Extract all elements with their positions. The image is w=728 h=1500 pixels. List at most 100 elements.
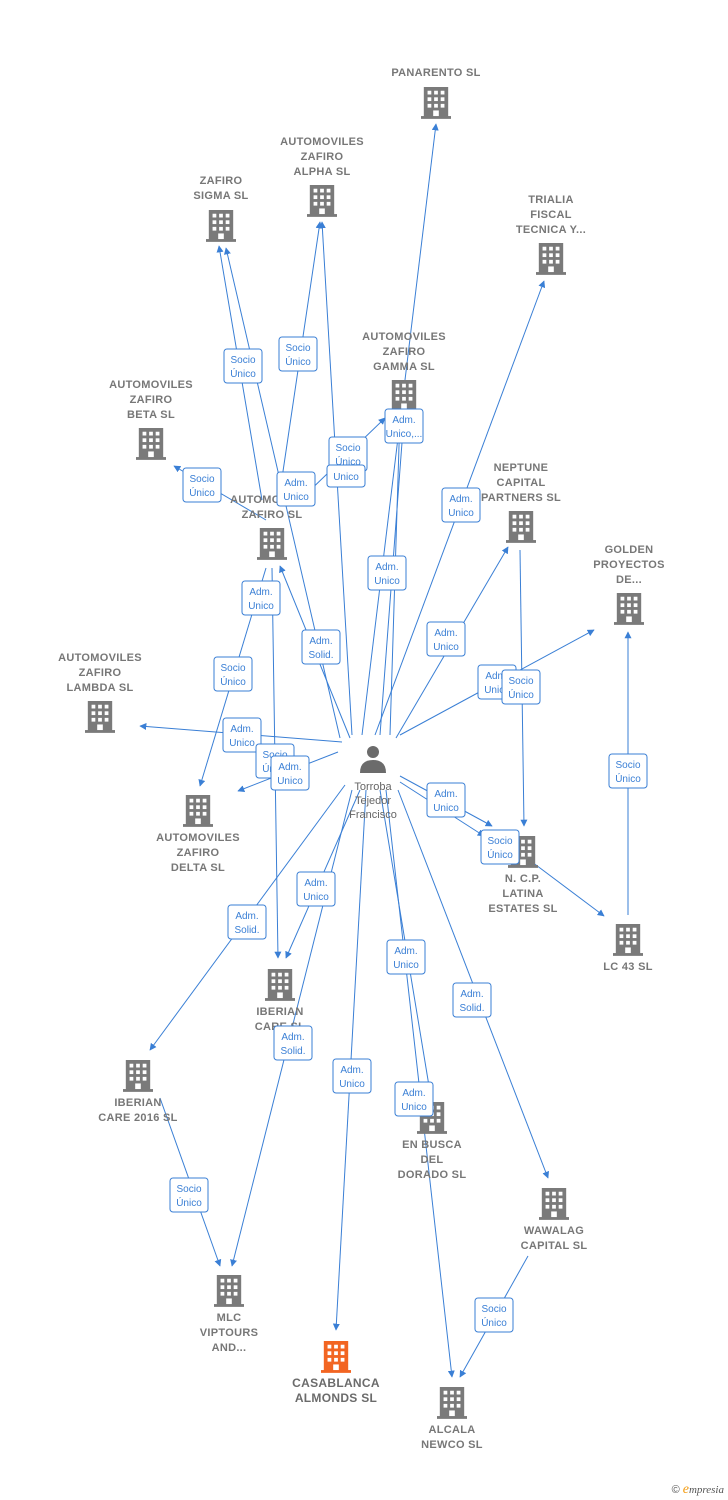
relation-label[interactable]: Adm.Unico,...: [384, 408, 424, 444]
relation-label[interactable]: Adm.Unico: [296, 871, 336, 907]
relation-label[interactable]: Adm.Unico: [332, 1058, 372, 1094]
company-name-line: AUTOMOVILES: [280, 136, 364, 148]
company-name-line: BETA SL: [127, 409, 175, 421]
company-name-line: EN BUSCA: [402, 1139, 462, 1151]
relation-label-text: Unico: [303, 892, 329, 903]
company-name-line: PANARENTO SL: [391, 67, 480, 79]
company-node-gamma[interactable]: AUTOMOVILES ZAFIRO GAMMA SL: [362, 331, 446, 412]
company-name-line: AUTOMOVILES: [58, 652, 142, 664]
relation-label[interactable]: Adm.Solid.: [452, 982, 492, 1018]
company-name-line: DE...: [616, 574, 642, 586]
company-name-line: ZAFIRO: [79, 667, 122, 679]
relation-label[interactable]: Adm.Unico: [241, 580, 281, 616]
relation-label[interactable]: Adm.Unico: [386, 939, 426, 975]
relation-label-box: [394, 1081, 434, 1117]
company-node-lambda[interactable]: AUTOMOVILES ZAFIRO LAMBDA SL: [58, 652, 142, 733]
company-name-line: MLC: [217, 1312, 242, 1324]
relation-label[interactable]: Adm.Unico: [441, 487, 481, 523]
relation-label-text: Adm.: [394, 946, 417, 957]
company-name-line: SIGMA SL: [193, 190, 248, 202]
relation-label-text: Socio: [487, 836, 512, 847]
relation-label-text: Unico: [283, 492, 309, 503]
person-icon: [367, 746, 379, 758]
relation-label-text: Socio: [285, 343, 310, 354]
relation-label-text: Socio: [335, 443, 360, 454]
relation-label-text: Adm.: [249, 587, 272, 598]
relation-label-text: Único: [220, 675, 246, 688]
relation-label-box: [278, 336, 318, 372]
relation-label[interactable]: Adm.Unico: [367, 555, 407, 591]
company-name-line: LC 43 SL: [603, 961, 652, 973]
company-name-line: LATINA: [502, 888, 543, 900]
company-name-line: AUTOMOVILES: [156, 832, 240, 844]
relation-label-text: Adm.: [434, 628, 457, 639]
relation-label[interactable]: Adm.Solid.: [301, 629, 341, 665]
company-name-line: GAMMA SL: [373, 361, 435, 373]
relation-label[interactable]: Adm.Unico: [394, 1081, 434, 1117]
edge-line: [531, 861, 605, 917]
relation-label-text: Socio: [230, 355, 255, 366]
relation-label[interactable]: Adm.Unico: [426, 621, 466, 657]
relation-label[interactable]: Adm. Unico: [276, 471, 316, 507]
relation-label-text: Adm.: [281, 1032, 304, 1043]
company-name-line: CASABLANCA: [292, 1376, 380, 1390]
relation-label-box: [384, 408, 424, 444]
relation-label-text: Único: [487, 848, 513, 861]
person-name-line: Francisco: [349, 809, 397, 821]
relation-label-text: Adm.: [392, 415, 415, 426]
relation-label[interactable]: Adm.Solid.: [273, 1025, 313, 1061]
company-node-panarento[interactable]: PANARENTO SL: [391, 67, 480, 119]
company-name-line: ZAFIRO: [383, 346, 426, 358]
relation-label-text: Adm.: [434, 789, 457, 800]
relation-label-text: Solid.: [308, 650, 333, 661]
relation-label[interactable]: Adm.Solid.: [227, 904, 267, 940]
relation-label-text: Socio: [176, 1184, 201, 1195]
relation-label-box: [227, 904, 267, 940]
company-name-line: AND...: [212, 1342, 247, 1354]
person-name-line: Tejedor: [355, 795, 391, 807]
building-icon: [206, 210, 236, 242]
relation-label[interactable]: Adm.Unico: [222, 717, 262, 753]
relation-label-text: Unico: [333, 472, 359, 483]
company-name-line: AUTOMOVILES: [362, 331, 446, 343]
relation-label[interactable]: Adm.Unico: [270, 755, 310, 791]
relation-label[interactable]: Adm.Unico: [426, 782, 466, 818]
relation-label[interactable]: Unico: [326, 464, 366, 488]
company-name-line: LAMBDA SL: [66, 682, 133, 694]
person-icon-body: [360, 760, 386, 773]
company-node-golden[interactable]: GOLDENPROYECTOSDE...: [593, 544, 665, 625]
brand-name: mpresia: [688, 1484, 724, 1496]
company-node-lc43[interactable]: LC 43 SL: [603, 924, 652, 973]
person-name-line: Torroba: [354, 781, 392, 793]
relation-label-text: Adm.: [284, 478, 307, 489]
building-icon: [539, 1188, 569, 1220]
relation-label-box: [326, 464, 366, 488]
company-name-line: CAPITAL: [497, 477, 546, 489]
company-name-line: DEL: [421, 1154, 444, 1166]
relation-label-box: [441, 487, 481, 523]
company-node-mlc[interactable]: MLCVIPTOURSAND...: [200, 1275, 258, 1354]
